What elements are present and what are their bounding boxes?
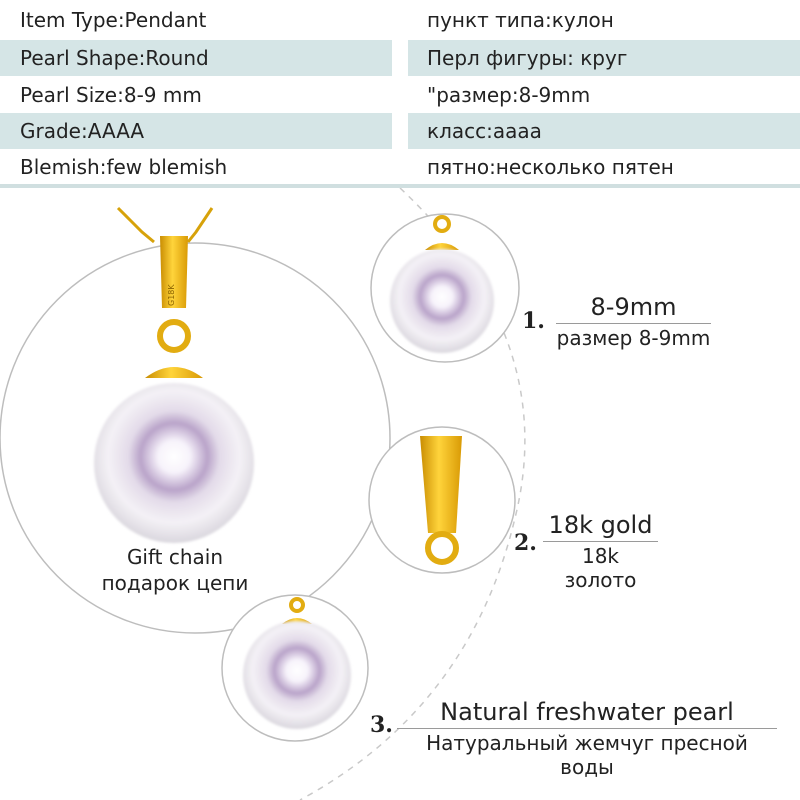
spec-row-grade: Grade:AAAA класс:аааа: [0, 113, 800, 149]
bail-detail-icon: [420, 436, 462, 565]
table-divider: [0, 184, 800, 188]
spec-blemish-ru: пятно:несколько пятен: [427, 155, 674, 179]
bail-large-icon: G18K: [145, 236, 203, 378]
spec-pearl-shape-ru: Перл фигуры: круг: [408, 40, 800, 76]
feature-size: 8-9mm размер 8-9mm: [556, 292, 711, 350]
spec-pearl-size-en: Pearl Size:8-9 mm: [20, 83, 202, 107]
feature-pearl-rule: [397, 728, 777, 729]
spec-grade-en: Grade:AAAA: [0, 113, 392, 149]
feature-gold: 18k gold 18k золото: [543, 510, 658, 592]
feature-number-2: 2.: [514, 530, 537, 556]
spec-row-pearl-shape: Pearl Shape:Round Перл фигуры: круг: [0, 40, 800, 76]
feature-number-1: 1.: [522, 308, 545, 334]
bail-small-1-icon: [425, 215, 459, 250]
gift-caption-ru: подарок цепи: [101, 571, 249, 595]
pearl-detail-1: [390, 249, 494, 353]
feature-pearl-subtitle: Натуральный жемчуг пресной воды: [426, 731, 748, 779]
spec-row-blemish: Blemish:few blemish пятно:несколько пяте…: [0, 149, 800, 185]
feature-gold-rule: [543, 541, 658, 542]
dashed-arc: [299, 188, 526, 800]
feature-number-3: 3.: [370, 712, 393, 738]
feature-gold-subtitle: 18k золото: [564, 544, 637, 592]
gift-caption: Gift chain подарок цепи: [60, 544, 290, 596]
chain-icon: [116, 206, 214, 244]
feature-pearl: Natural freshwater pearl Натуральный жем…: [397, 697, 777, 779]
spec-table: Item Type:Pendant пункт типа:кулон Pearl…: [0, 0, 800, 188]
spec-blemish-en: Blemish:few blemish: [20, 155, 228, 179]
gift-caption-en: Gift chain: [126, 545, 224, 569]
feature-gold-title: 18k gold: [548, 511, 653, 539]
spec-grade-ru: класс:аааа: [408, 113, 800, 149]
feature-pearl-title: Natural freshwater pearl: [440, 698, 734, 726]
pearl-detail-3: [243, 621, 351, 729]
feature-size-subtitle: размер 8-9mm: [556, 326, 711, 350]
bail-engraving: G18K: [167, 284, 176, 306]
spec-pearl-size-ru: "размер:8-9mm: [427, 83, 591, 107]
spec-item-type-en: Item Type:Pendant: [20, 8, 207, 32]
pearl-large: [94, 383, 254, 543]
spec-pearl-shape-en: Pearl Shape:Round: [0, 40, 392, 76]
pendant-illustration: G18K: [0, 188, 526, 800]
spec-row-item-type: Item Type:Pendant пункт типа:кулон: [0, 2, 800, 38]
feature-size-rule: [556, 323, 711, 324]
product-showcase: G18K Gift chain подарок цепи: [0, 188, 800, 800]
spec-row-pearl-size: Pearl Size:8-9 mm "размер:8-9mm: [0, 77, 800, 113]
spec-item-type-ru: пункт типа:кулон: [427, 8, 614, 32]
feature-size-title: 8-9mm: [590, 293, 677, 321]
